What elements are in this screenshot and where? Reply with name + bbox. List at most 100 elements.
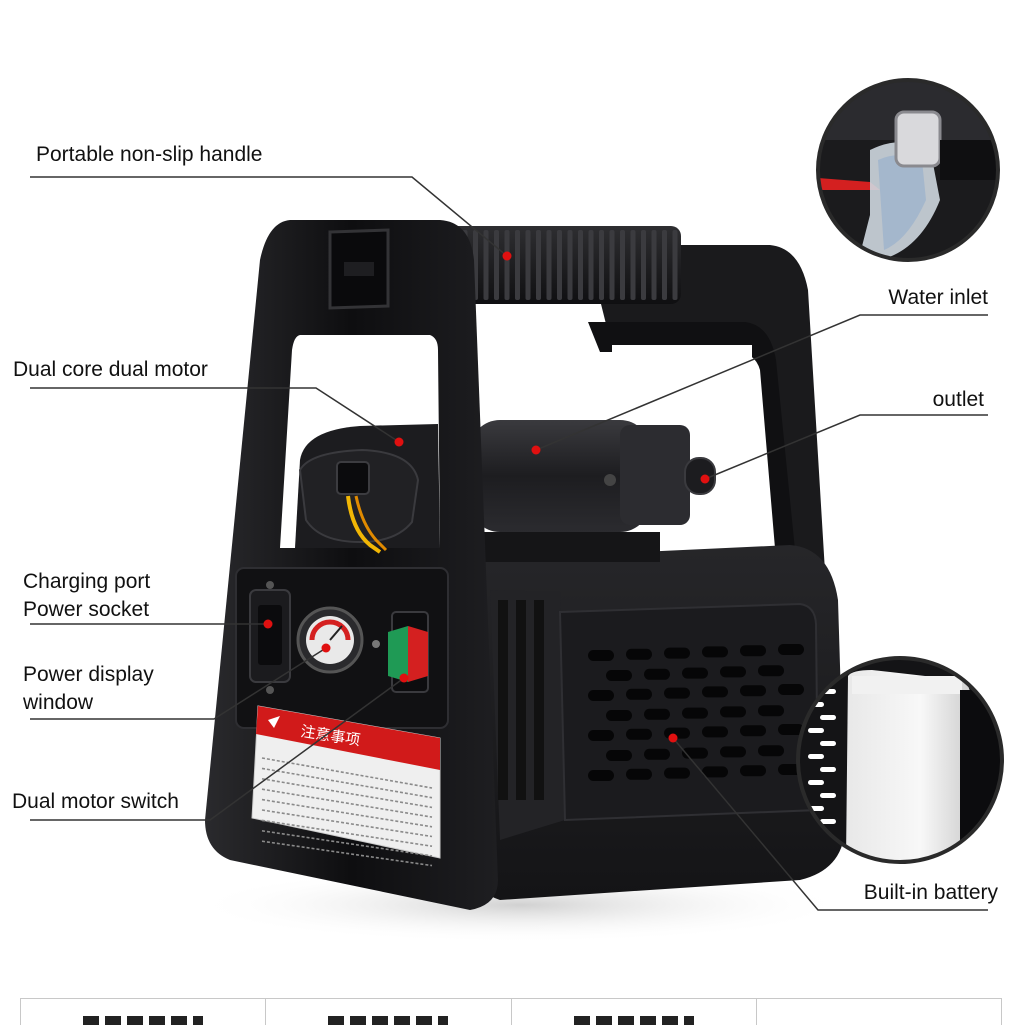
vent-slot [682,707,708,719]
leader-outlet [704,414,988,480]
callout-switch: Dual motor switch [12,788,179,816]
handle-rib [641,230,646,300]
vent-slot [588,650,614,661]
mesh-dash [820,819,836,824]
handle-rib [504,230,510,300]
callout-charging-line-1: Charging port [23,570,151,593]
mesh-dash [808,780,824,785]
handle-ribs [452,230,678,300]
vent-slot [702,726,728,738]
callout-display-line-1: Power display [23,663,154,686]
cropped-text [328,1016,449,1025]
mesh-dash [820,767,836,772]
vent-slot [588,730,614,741]
handle [445,226,681,304]
mesh-dash [808,754,824,759]
vent-slot [606,750,632,761]
label-text-line [261,809,433,838]
handle-rib [536,230,541,300]
vent-slot [664,767,690,779]
leader-lines [30,176,988,911]
callout-motor-text: Dual core dual motor [13,358,208,381]
vent-slot [606,670,632,681]
warning-label: 注意事项 [251,705,441,867]
vent-slot [606,710,632,721]
callout-charging-line-2: Power socket [23,598,150,621]
handle-rib [609,230,615,300]
marker-outlet [700,474,710,484]
callout-outlet-text: outlet [932,388,984,411]
marker-handle [502,251,512,261]
vent-slot [702,686,728,698]
vent-grille [588,644,804,781]
marker-display [321,643,331,653]
vent-slot [626,688,652,700]
vent-slot [644,668,670,680]
side-ribs [498,600,544,800]
callout-battery: Built-in battery [864,879,998,907]
vent-slot [588,690,614,701]
handle-rib [630,230,636,300]
callout-display-line-2: window [23,691,94,714]
vent-slot [720,666,746,678]
inset-battery [796,656,1004,864]
vent-slot [682,667,708,679]
main-body [468,545,845,900]
vent-slot [740,645,766,657]
table-cell [755,999,1002,1025]
vent-slot [664,647,690,659]
label-text-line [261,757,433,789]
vent-slot [740,765,766,777]
table-cell [20,999,265,1025]
control-panel [235,567,449,729]
leader-switch [30,677,405,821]
label-text-line [261,819,433,847]
handle-rib [662,230,667,300]
handle-rib [515,230,520,300]
handle-rib [651,230,657,300]
handle-rib [567,230,573,300]
callout-charging: Charging port Power socket [23,568,150,624]
label-text-line [261,830,433,857]
handle-rib [483,230,489,300]
vent-slot [664,687,690,699]
handle-rib [588,230,594,300]
label-text-line [261,778,433,809]
vent-slot [702,646,728,658]
callout-water-inlet: Water inlet [888,284,988,312]
vent-slot [778,644,804,655]
leader-battery [672,737,988,911]
leader-water-inlet [535,314,988,451]
cropped-text [83,1016,204,1025]
vent-slot [720,706,746,718]
mesh-dash [808,728,824,733]
handle-rib [672,230,678,300]
vent-slot [758,665,784,677]
label-text-line [261,798,433,828]
inset-water-inlet [816,78,1000,262]
vent-slot [644,708,670,720]
mesh-dash [820,793,836,798]
vent-slot [740,685,766,697]
handle-rib [494,230,499,300]
handle-rib [599,230,604,300]
label-text-lines [261,757,433,867]
table-cell [510,999,756,1025]
marker-battery [668,733,678,743]
vent-slot [720,746,746,758]
mesh-dash [820,715,836,720]
vent-slot [758,745,784,757]
vent-slot [758,705,784,717]
callout-outlet: outlet [933,386,984,414]
vent-slot [626,728,652,740]
leader-display [30,647,327,720]
vent-slot [626,648,652,660]
leader-motor [30,387,400,443]
handle-rib [546,230,552,300]
spec-table-cropped [20,998,1002,1025]
handle-rib [620,230,625,300]
table-cell [265,999,510,1025]
callout-display: Power display window [23,661,154,717]
